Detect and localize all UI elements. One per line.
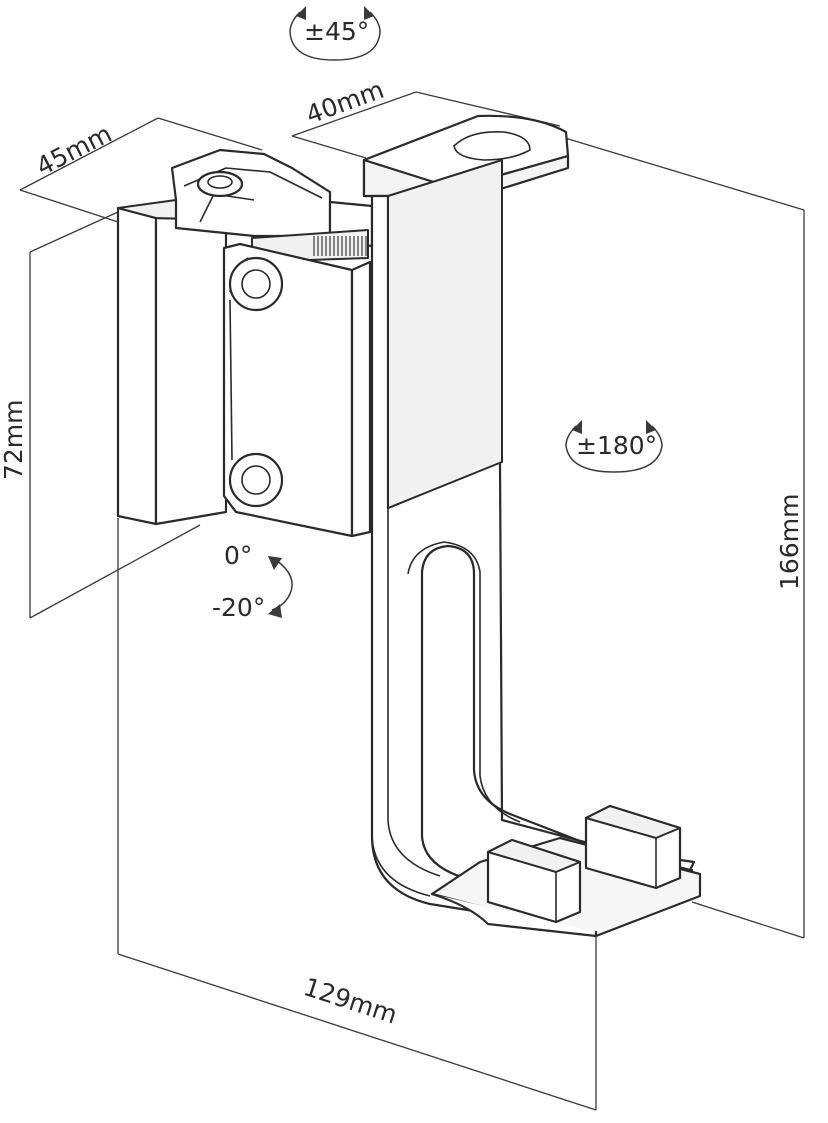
rotation-label-tilt-lower: -20° [212,593,265,622]
tilt-indicator [268,556,293,618]
dim-label-45mm: 45mm [32,119,117,181]
arrow-icon [268,604,282,618]
dim-label-40mm: 40mm [302,75,388,130]
post-rear [584,804,682,890]
swivel-top-indicator [289,6,381,61]
arrow-icon [646,420,656,434]
arrow-icon [268,556,282,570]
rotation-label-swivel-arm: ±180° [576,431,657,460]
swivel-screw-icon [196,170,244,198]
bottom-tray [430,804,702,938]
bolt-upper-icon [228,256,284,312]
rotation-label-tilt-upper: 0° [224,541,252,570]
dim-label-166mm: 166mm [775,494,804,590]
swivel-arm-indicator [565,420,663,473]
post-front [486,838,582,924]
dim-label-72mm: 72mm [0,399,28,480]
vertical-arm [370,159,696,932]
arrow-icon [296,6,306,20]
tilt-plate [222,242,372,538]
dim-label-129mm: 129mm [300,972,401,1029]
rotation-label-swivel-top: ±45° [304,17,369,46]
bolt-lower-icon [228,452,284,508]
wall-plate [116,199,228,526]
arrow-icon [572,420,582,434]
dimension-lines [19,91,805,1111]
swivel-knuckle [170,148,374,248]
arrow-icon [364,6,374,20]
